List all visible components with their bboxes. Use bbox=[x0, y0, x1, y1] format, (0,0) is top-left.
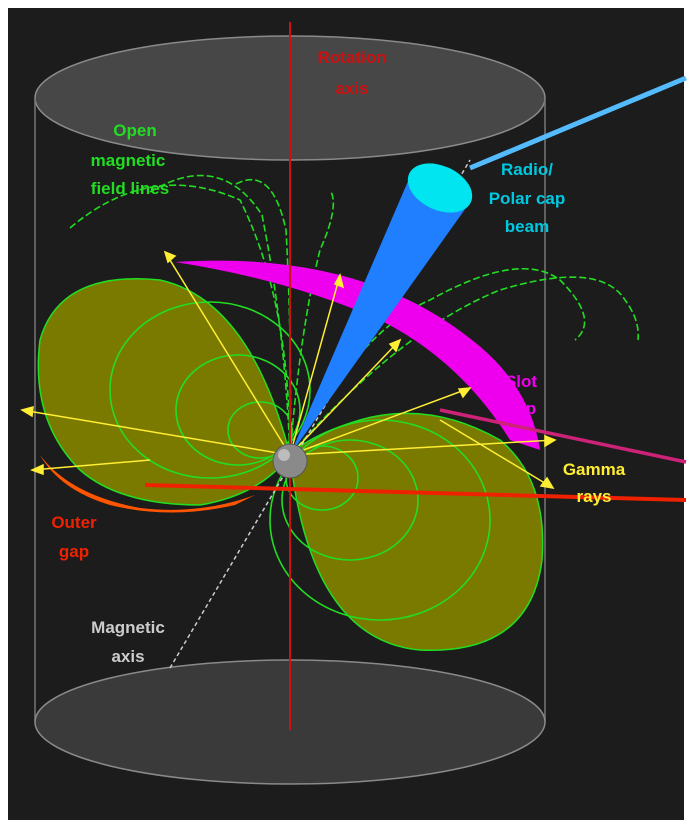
outer-gap-label: gap bbox=[59, 542, 89, 561]
closed-field-loop bbox=[109, 301, 311, 479]
outer-gap-region bbox=[40, 455, 255, 513]
radio-beam-cone bbox=[290, 172, 468, 455]
gamma-ray bbox=[289, 339, 401, 456]
closed-field-loop bbox=[269, 419, 491, 621]
neutron-star bbox=[272, 443, 308, 479]
gamma-ray-head bbox=[30, 463, 44, 476]
gamma-ray-head bbox=[544, 434, 557, 448]
radio-beam-label: Radio/ bbox=[501, 160, 553, 179]
gamma-ray bbox=[164, 251, 291, 456]
gamma-ray bbox=[289, 274, 341, 456]
outer-gap-pointer-line bbox=[144, 483, 687, 502]
open-field-lines-label: field lines bbox=[91, 179, 169, 198]
gamma-ray-arrows bbox=[20, 250, 557, 490]
gamma-ray bbox=[31, 459, 151, 471]
rotation-axis-label: axis bbox=[335, 79, 368, 98]
gamma-ray bbox=[289, 439, 556, 456]
open-field-line bbox=[69, 184, 291, 456]
gamma-ray bbox=[21, 409, 291, 456]
open-field-lines-label: Open bbox=[113, 121, 156, 140]
radio-beam-cap bbox=[407, 163, 473, 213]
open-field-line bbox=[149, 174, 291, 456]
slot-gap-pointer-line bbox=[439, 408, 687, 464]
magnetic-axis-label: Magnetic bbox=[91, 618, 165, 637]
open-field-lines-label: magnetic bbox=[91, 151, 166, 170]
open-field-line bbox=[235, 178, 292, 456]
open-field-line bbox=[289, 276, 640, 456]
gamma-rays-label: rays bbox=[577, 487, 612, 506]
closed-field-loop bbox=[281, 439, 419, 561]
gamma-ray bbox=[289, 387, 471, 456]
gamma-ray-head bbox=[163, 250, 177, 264]
gamma-ray-head bbox=[333, 272, 345, 289]
gamma-ray-head bbox=[20, 405, 34, 418]
slot-gap-label: gap bbox=[506, 399, 536, 418]
radio-beam-label: Polar cap bbox=[489, 189, 566, 208]
outer-gap-label: Outer bbox=[51, 513, 97, 532]
rotation-axis-label: Rotation bbox=[318, 48, 387, 67]
radio-pointer-line bbox=[469, 75, 687, 171]
gamma-ray-head bbox=[539, 476, 555, 490]
radio-beam-label: beam bbox=[505, 217, 549, 236]
closed-field-loop bbox=[175, 354, 301, 466]
magnetic-axis-label: axis bbox=[111, 647, 144, 666]
gamma-rays-label: Gamma bbox=[563, 460, 626, 479]
closed-field-loop bbox=[227, 401, 293, 459]
field-lobe-right bbox=[289, 412, 544, 651]
closed-field-lines bbox=[109, 301, 491, 621]
gamma-ray-head bbox=[388, 338, 402, 353]
gamma-ray-head bbox=[457, 387, 472, 399]
slot-gap-label: Slot bbox=[505, 372, 537, 391]
gamma-ray bbox=[439, 419, 554, 489]
